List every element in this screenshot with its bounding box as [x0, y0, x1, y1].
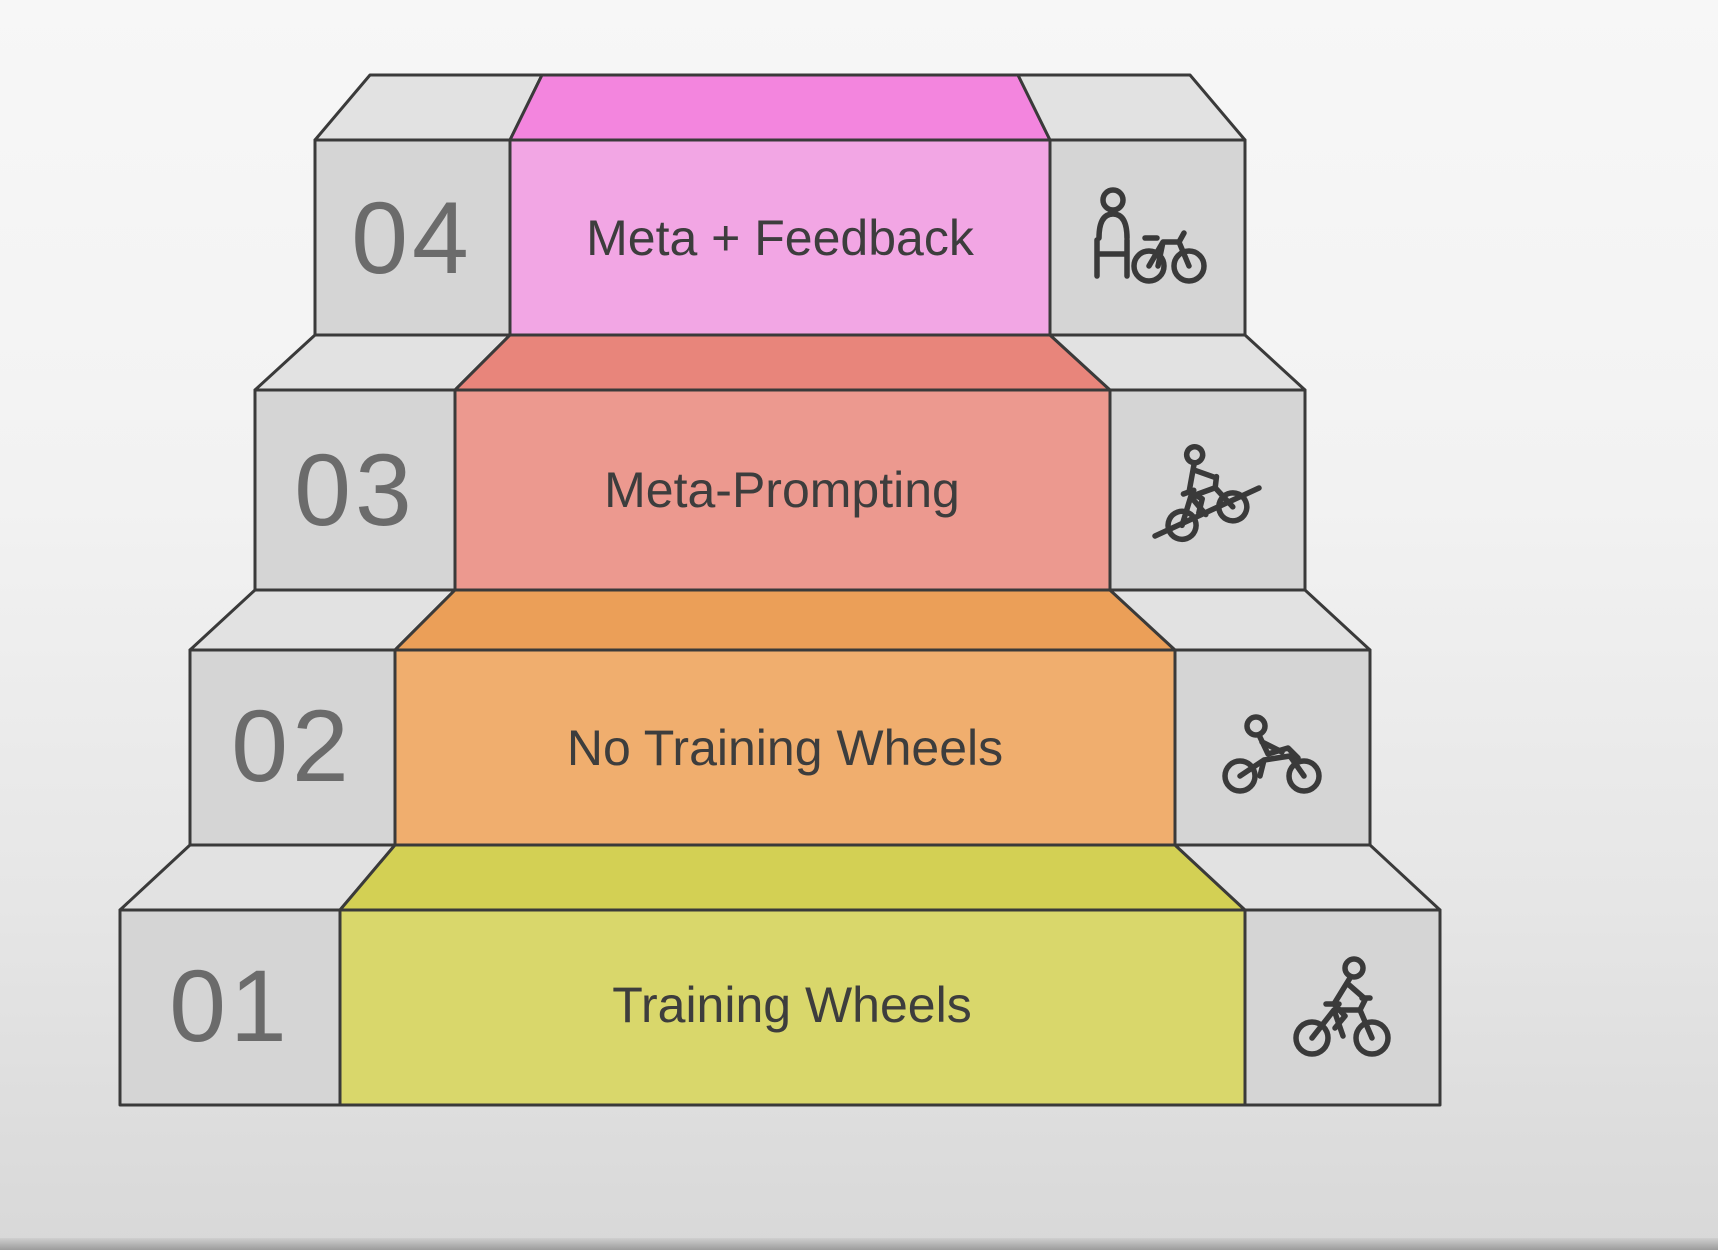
step-03-number: 03 [294, 433, 415, 547]
step-02: 02 No Training Wheels [188, 588, 1372, 847]
recumbent-cyclist-icon [1222, 714, 1322, 794]
cyclist-icon [1293, 956, 1391, 1057]
uphill-cyclist-icon [1152, 444, 1262, 543]
bottom-shadow [0, 1238, 1718, 1250]
step-02-label: No Training Wheels [567, 720, 1003, 776]
step-01-band-top [338, 843, 1247, 912]
step-04-number-block-top [313, 73, 544, 142]
step-01-label: Training Wheels [612, 977, 971, 1033]
step-02-band-top [393, 588, 1177, 652]
step-01: 01 Training Wheels [118, 843, 1442, 1107]
step-03-band-top [453, 333, 1112, 392]
step-03: 03 Meta-Prompting [253, 333, 1307, 592]
step-02-number: 02 [231, 689, 352, 803]
step-03-label: Meta-Prompting [604, 462, 960, 518]
step-01-number: 01 [169, 949, 290, 1063]
step-04-number: 04 [351, 181, 472, 295]
step-04-label: Meta + Feedback [586, 210, 975, 266]
step-04-band-top [508, 73, 1052, 142]
step-04: 04 Meta + Feedback [313, 73, 1247, 337]
step-04-icon-block-top [1016, 73, 1247, 142]
person-with-bike-icon [1094, 187, 1207, 284]
